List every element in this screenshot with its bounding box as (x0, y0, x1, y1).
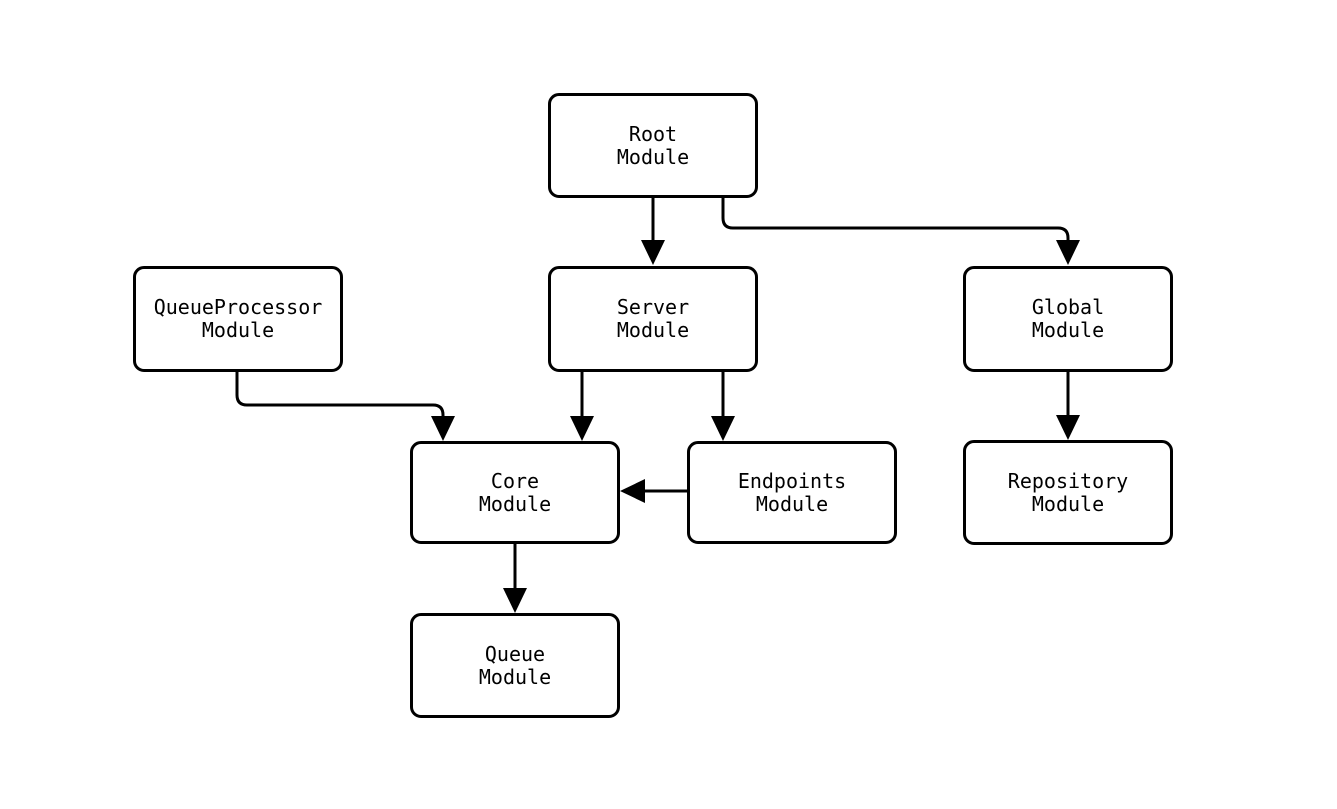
node-server-module-label-line2: Module (616, 318, 690, 342)
node-core-module-label-line1: Core (490, 468, 540, 493)
node-queue-module-label-line1: Queue (484, 641, 546, 666)
edge-global-to-repository (1056, 372, 1080, 440)
node-global-module-label-line2: Module (1031, 318, 1105, 342)
edge-root-to-server (641, 198, 665, 265)
node-global-module-label-line1: Global (1031, 295, 1105, 319)
node-repository-module-label-line2: Module (1031, 491, 1105, 516)
edge-server-to-core (570, 372, 594, 441)
node-endpoints-module-label-line1: Endpoints (737, 468, 847, 493)
node-queueprocessor-module-label-line1: QueueProcessor (153, 295, 323, 319)
node-server-module[interactable]: Server Module (548, 266, 758, 372)
node-server-module-label-line1: Server (616, 295, 690, 319)
node-core-module[interactable]: Core Module (410, 441, 620, 544)
node-endpoints-module[interactable]: Endpoints Module (687, 441, 897, 544)
node-global-module[interactable]: Global Module (963, 266, 1173, 372)
edge-root-to-global (721, 198, 1080, 265)
node-core-module-label-line2: Module (478, 491, 552, 516)
node-repository-module-label-line1: Repository (1007, 468, 1129, 493)
edge-core-to-queue (503, 544, 527, 613)
node-root-module-label-line2: Module (616, 144, 690, 169)
node-queueprocessor-module[interactable]: QueueProcessor Module (133, 266, 343, 372)
node-queueprocessor-module-label-line2: Module (201, 318, 275, 342)
node-root-module-label-line1: Root (628, 121, 678, 146)
node-queue-module[interactable]: Queue Module (410, 613, 620, 718)
edge-queueprocessor-to-core (235, 372, 455, 441)
node-root-module[interactable]: Root Module (548, 93, 758, 198)
node-endpoints-module-label-line2: Module (755, 491, 829, 516)
edge-server-to-endpoints (711, 372, 735, 441)
edge-endpoints-to-core (620, 479, 687, 503)
node-repository-module[interactable]: Repository Module (963, 440, 1173, 545)
node-queue-module-label-line2: Module (478, 664, 552, 689)
